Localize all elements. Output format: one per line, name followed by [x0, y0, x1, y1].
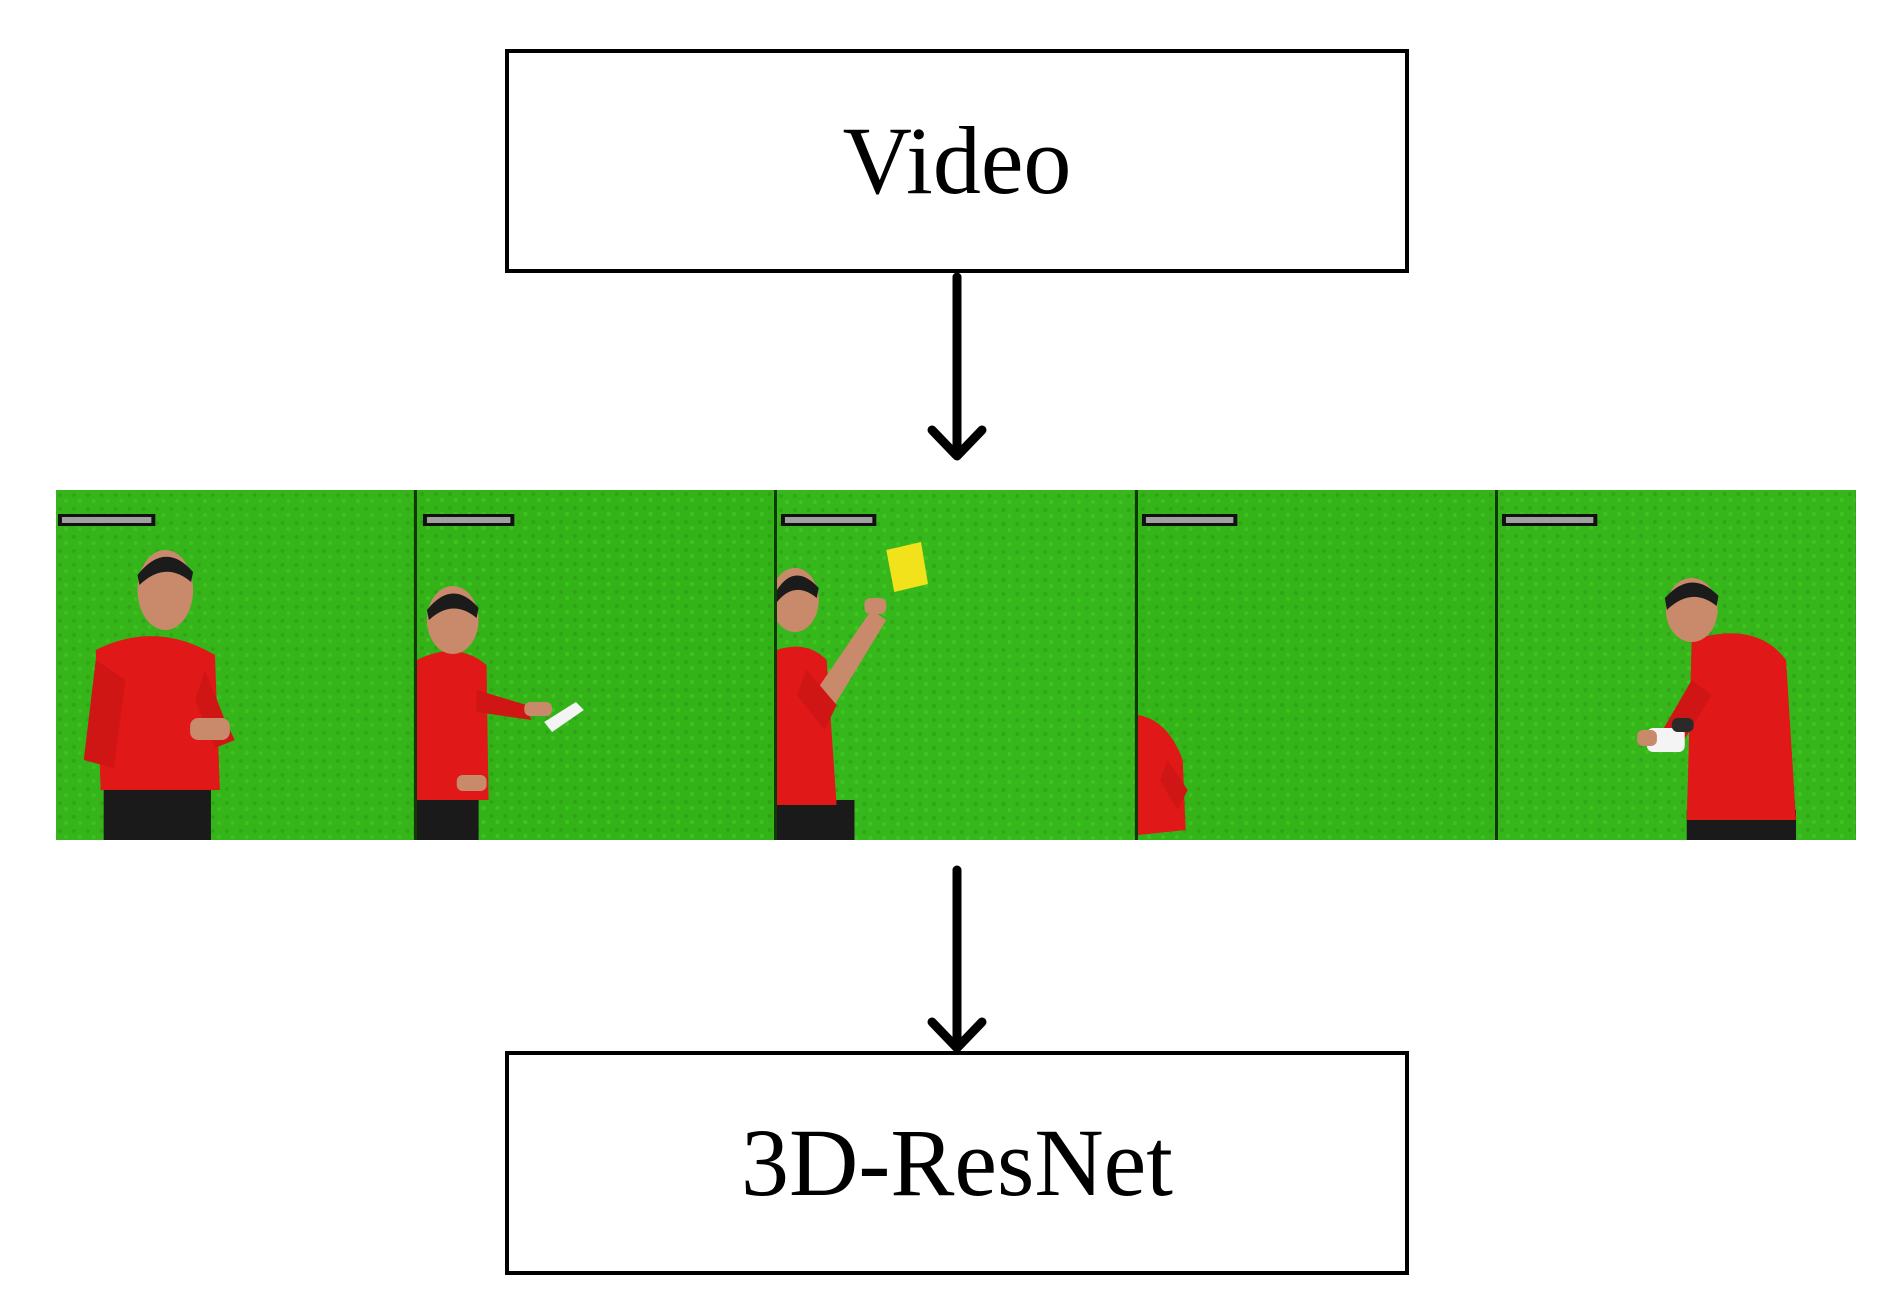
resnet-label: 3D-ResNet [741, 1109, 1173, 1216]
video-frame-1 [56, 490, 417, 840]
video-frame-2 [416, 490, 778, 840]
resnet-box: 3D-ResNet [505, 1051, 1409, 1275]
video-box: Video [505, 49, 1409, 273]
video-frame-5 [1498, 490, 1856, 840]
video-frame-4 [1137, 490, 1499, 840]
video-label: Video [842, 107, 1072, 214]
arrow-video-to-frames [927, 272, 987, 461]
video-frame-3 [777, 490, 1138, 840]
video-frames-strip [56, 490, 1856, 840]
arrow-frames-to-resnet [927, 865, 987, 1053]
